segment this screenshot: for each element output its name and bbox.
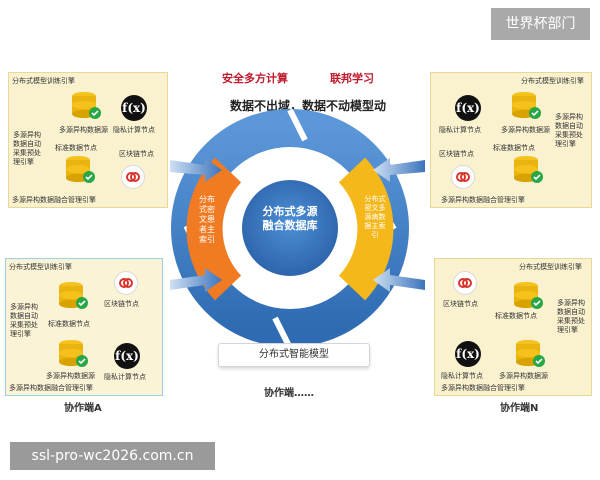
- panel-bottom: 多源异构数据融合管理引擎: [441, 196, 525, 204]
- arrow-right-top: [373, 158, 425, 182]
- blockchain-icon: [121, 165, 145, 189]
- headline-federated: 联邦学习: [330, 72, 374, 85]
- source-badge: 世界杯部门: [491, 8, 590, 40]
- blockchain-icon: [453, 271, 477, 295]
- panel-note: 多源异构数据自动采集预处理引擎: [555, 113, 583, 148]
- db2-label: 标准数据节点: [55, 144, 97, 152]
- panel-note: 多源异构数据自动采集预处理引擎: [10, 303, 38, 338]
- left-arc-text: 分布式密文患者主索引: [199, 195, 215, 244]
- right-arc-text: 分布式密文多源病数据主索引: [364, 195, 386, 239]
- chain-label: 区块链节点: [439, 150, 474, 158]
- panel-bottom-left: 分布式模型训练引擎 区块链节点 多源异构数据自动采集预处理引擎 标准数据节点 f…: [5, 258, 163, 396]
- db-label: 多源异构数据源: [59, 126, 108, 134]
- collaborator-n-label: 协作端N: [500, 403, 539, 414]
- panel-title: 分布式模型训练引擎: [12, 77, 75, 85]
- fx-label: 隐私计算节点: [441, 372, 483, 380]
- panel-title: 分布式模型训练引擎: [521, 77, 584, 85]
- chain-label: 区块链节点: [443, 300, 478, 308]
- panel-note: 多源异构数据自动采集预处理引擎: [13, 131, 41, 166]
- chain-label: 区块链节点: [104, 300, 139, 308]
- arrow-left-top: [170, 158, 222, 182]
- db-label: 标准数据节点: [48, 320, 90, 328]
- database-icon: [59, 340, 88, 367]
- yellow-arc: [338, 157, 394, 301]
- center-title: 分布式多源融合数据库: [262, 205, 318, 232]
- fx-label: 隐私计算节点: [113, 126, 155, 134]
- panel-title: 分布式模型训练引擎: [9, 263, 72, 271]
- distributed-model-box: 分布式智能模型: [218, 343, 370, 367]
- orange-arc: [186, 157, 242, 301]
- fx-icon: f(x): [455, 95, 481, 121]
- fx-label: 隐私计算节点: [439, 126, 481, 134]
- panel-top-left: 分布式模型训练引擎 多源异构数据自动采集预处理引擎 多源异构数据源 f(x) 隐…: [8, 72, 168, 208]
- panel-title: 分布式模型训练引擎: [519, 263, 582, 271]
- db2-label: 多源异构数据源: [46, 372, 95, 380]
- arrow-left-bottom: [170, 268, 222, 292]
- headline-sub: 数据不出域，数据不动模型动: [230, 99, 387, 113]
- database-icon: [512, 92, 541, 119]
- blockchain-icon: [451, 165, 475, 189]
- database-icon: [66, 156, 95, 183]
- blockchain-icon: [114, 271, 138, 295]
- panel-bottom: 多源异构数据融合管理引擎: [12, 196, 96, 204]
- database-icon: [514, 282, 543, 309]
- panel-bottom: 多源异构数据融合管理引擎: [441, 384, 525, 392]
- headline-mpc: 安全多方计算: [222, 72, 288, 85]
- db-label: 多源异构数据源: [501, 126, 550, 134]
- fx-icon: f(x): [121, 95, 147, 121]
- db2-label: 标准数据节点: [493, 144, 535, 152]
- fx-icon: f(x): [114, 343, 140, 369]
- db-label: 标准数据节点: [495, 312, 537, 320]
- panel-bottom: 多源异构数据融合管理引擎: [9, 384, 93, 392]
- database-icon: [516, 340, 545, 367]
- url-watermark: ssl-pro-wc2026.com.cn: [10, 442, 215, 470]
- panel-note: 多源异构数据自动采集预处理引擎: [557, 299, 585, 334]
- database-icon: [72, 92, 101, 119]
- db2-label: 多源异构数据源: [499, 372, 548, 380]
- fx-icon: f(x): [455, 341, 481, 367]
- panel-bottom-right: 分布式模型训练引擎 区块链节点 标准数据节点 多源异构数据自动采集预处理引擎 f…: [434, 258, 592, 396]
- collaborator-a-label: 协作端A: [64, 403, 102, 414]
- fx-label: 隐私计算节点: [104, 373, 146, 381]
- arrow-right-bottom: [373, 268, 425, 292]
- center-circle: [238, 176, 342, 280]
- database-icon: [514, 156, 543, 183]
- chain-label: 区块链节点: [119, 150, 154, 158]
- database-icon: [59, 282, 88, 309]
- panel-top-right: 分布式模型训练引擎 f(x) 隐私计算节点 多源异构数据源 多源异构数据自动采集…: [430, 72, 592, 208]
- collaborator-dots-label: 协作端……: [264, 388, 314, 399]
